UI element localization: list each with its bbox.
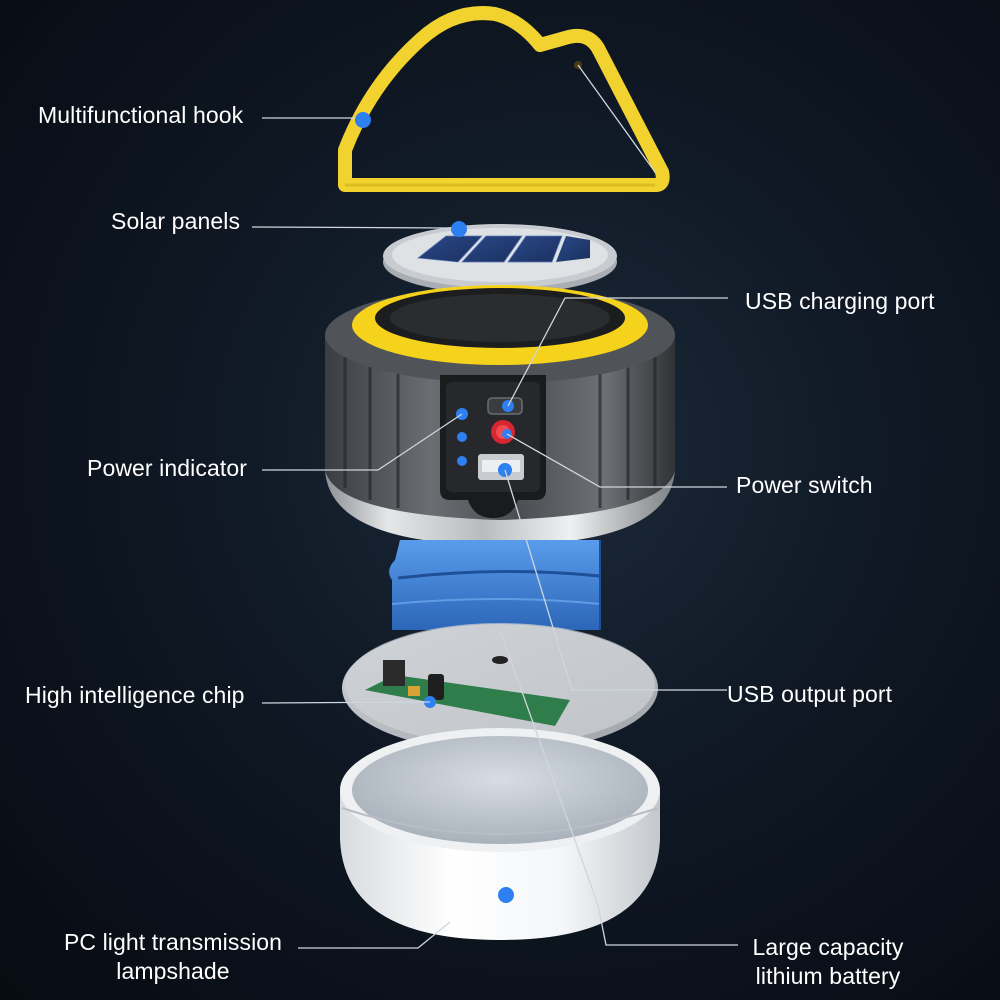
pc-lampshade bbox=[340, 728, 660, 940]
label-usb-output-port: USB output port bbox=[727, 680, 892, 709]
lithium-battery bbox=[389, 540, 600, 630]
label-power-switch: Power switch bbox=[736, 471, 873, 500]
solar-panel-disc bbox=[383, 224, 617, 294]
label-multifunctional-hook: Multifunctional hook bbox=[38, 101, 243, 130]
multifunctional-hook bbox=[345, 13, 663, 185]
label-pc-lampshade: PC light transmission lampshade bbox=[50, 928, 296, 986]
marker-dots bbox=[355, 112, 467, 237]
label-power-indicator: Power indicator bbox=[87, 454, 247, 483]
label-lithium-battery: Large capacity lithium battery bbox=[738, 933, 918, 991]
solar-leader bbox=[252, 227, 451, 228]
solar-marker bbox=[451, 221, 467, 237]
power-switch bbox=[491, 420, 515, 444]
label-solar-panels: Solar panels bbox=[111, 207, 240, 236]
label-usb-charging-port: USB charging port bbox=[745, 287, 935, 316]
usb-output-port bbox=[478, 454, 524, 480]
label-high-intelligence-chip: High intelligence chip bbox=[25, 681, 245, 710]
control-unit-body bbox=[325, 285, 675, 545]
hook-marker bbox=[355, 112, 371, 128]
usb-charging-port bbox=[488, 398, 522, 414]
